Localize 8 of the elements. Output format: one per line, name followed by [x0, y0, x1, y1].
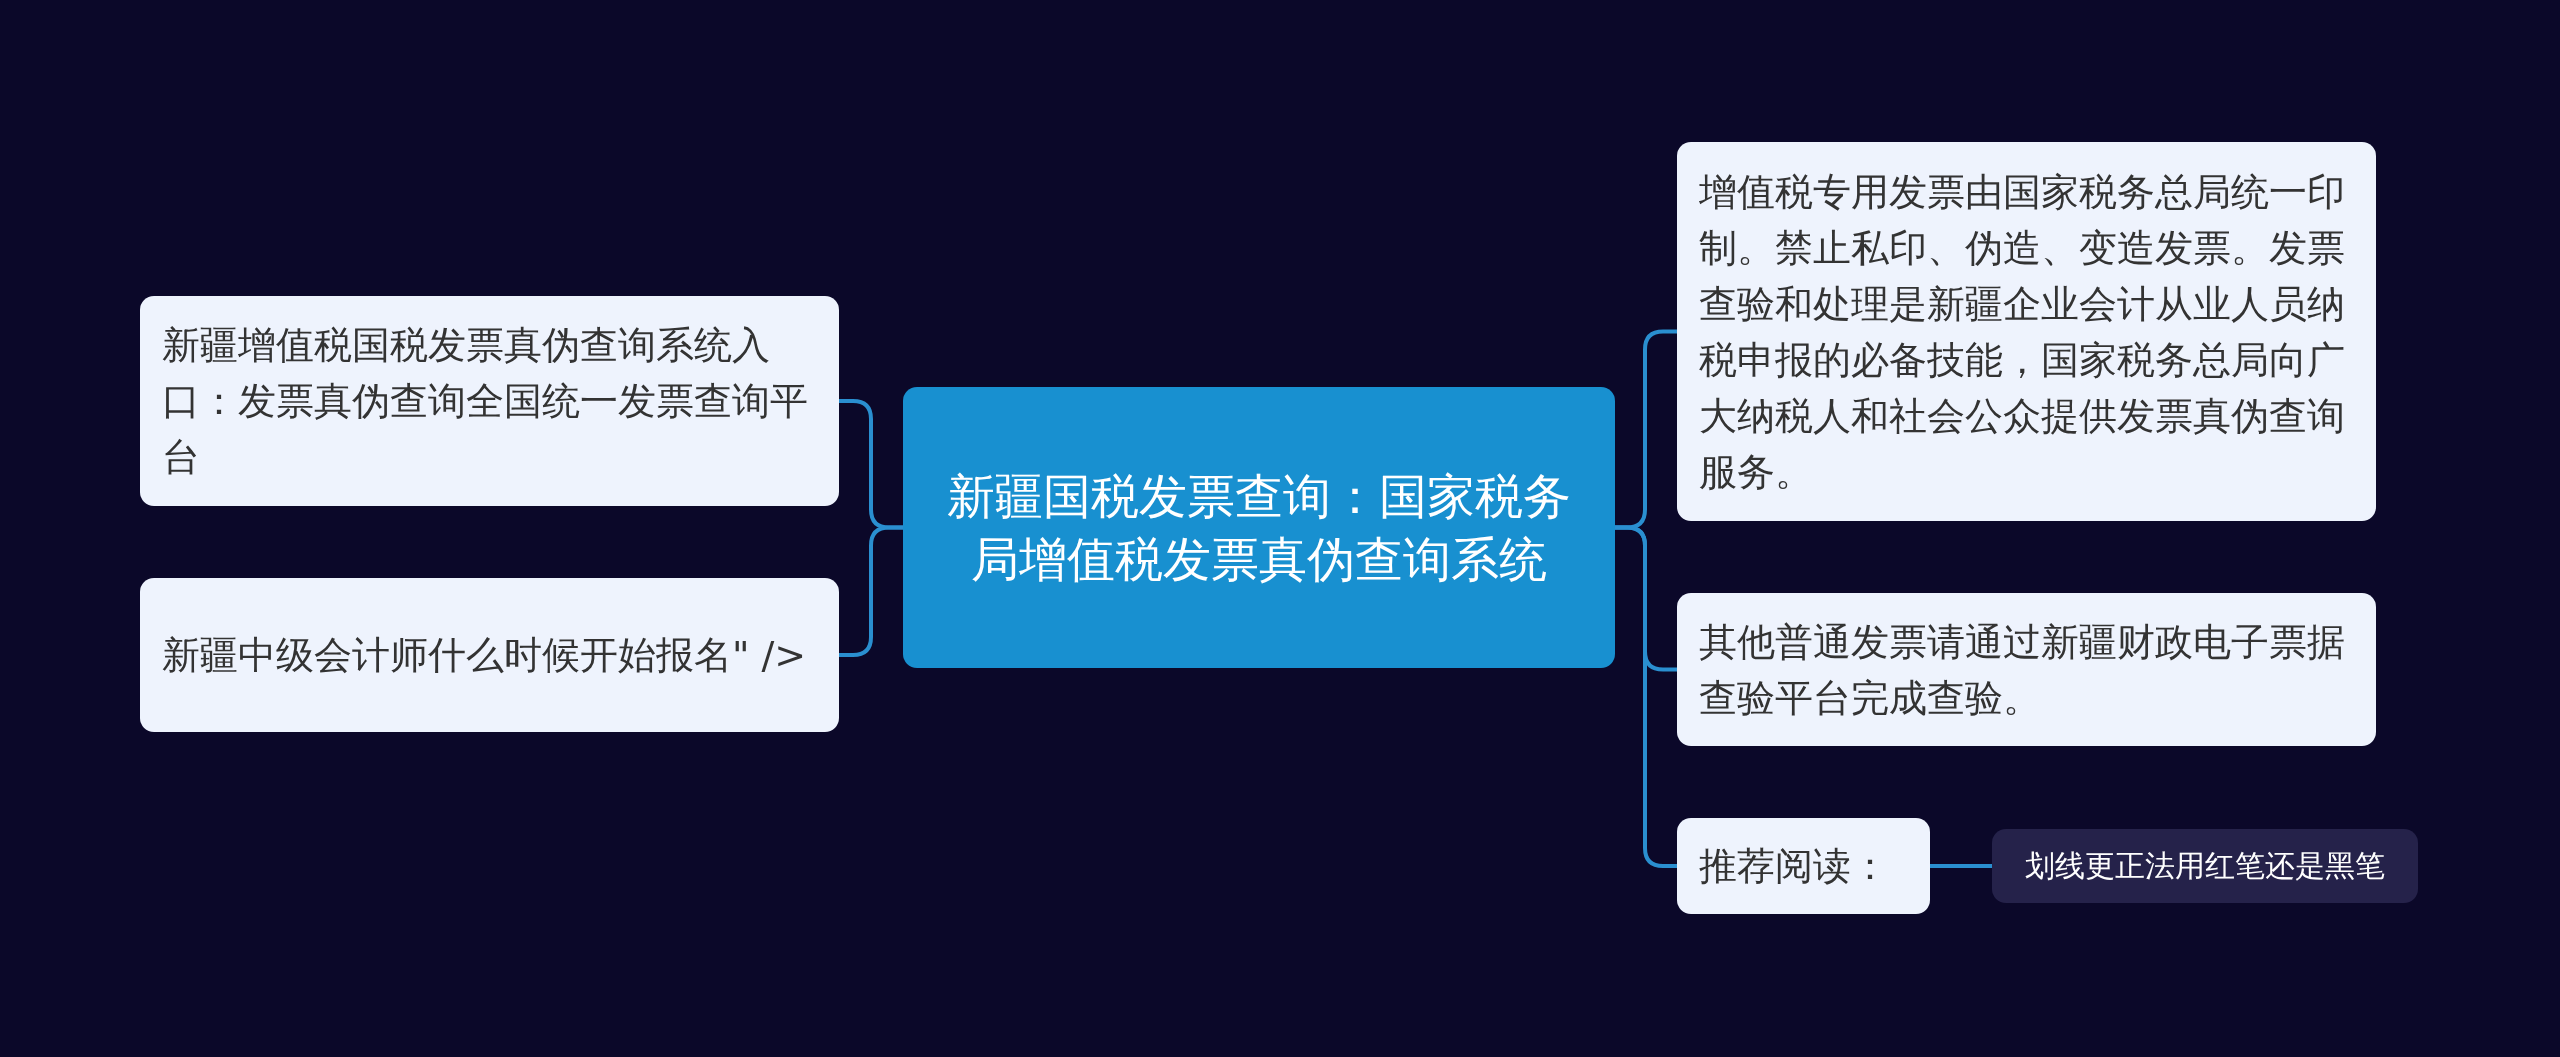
topic-box: 其他普通发票请通过新疆财政电子票据查验平台完成查验。 [1677, 593, 2376, 746]
connector-line [1930, 864, 1992, 868]
central-topic-box: 新疆国税发票查询：国家税务局增值税发票真伪查询系统 [903, 387, 1615, 668]
topic-box: 推荐阅读： [1677, 818, 1930, 914]
topic-box: 增值税专用发票由国家税务总局统一印制。禁止私印、伪造、变造发票。发票查验和处理是新疆企业会计从业人员纳税申报的必备技能，国家税务总局向广大纳税人和社会公众提供发票真伪查询服务。 [1677, 142, 2376, 521]
subtopic-box: 划线更正法用红笔还是黑笔 [1992, 829, 2418, 903]
topic-box: 新疆中级会计师什么时候开始报名" /> [140, 578, 839, 732]
topic-box: 新疆增值税国税发票真伪查询系统入口：发票真伪查询全国统一发票查询平台 [140, 296, 839, 506]
